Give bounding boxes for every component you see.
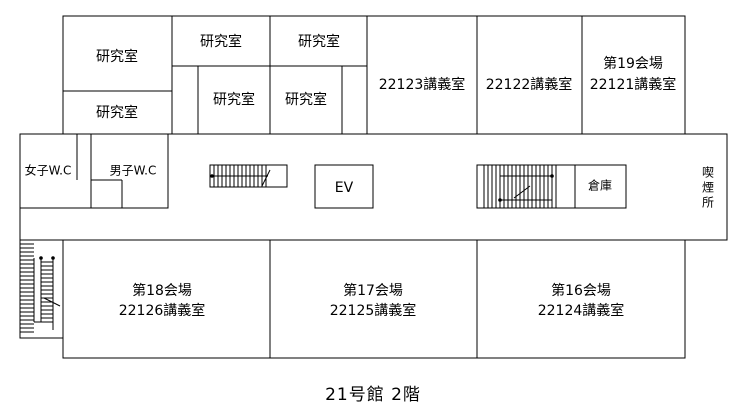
label-research-2: 研究室	[96, 104, 138, 121]
label-hall18-title: 第18会場	[132, 282, 192, 299]
room-22121	[581, 15, 686, 135]
room-research-2	[62, 90, 173, 135]
label-hall16-room: 22124講義室	[538, 302, 625, 319]
label-research-3: 研究室	[200, 33, 242, 50]
label-storage: 倉庫	[588, 178, 612, 193]
stair-3	[19, 239, 64, 339]
room-research-5	[197, 65, 271, 135]
label-hall16-title: 第16会場	[551, 282, 611, 299]
label-hall18-room: 22126講義室	[119, 302, 206, 319]
room-research-1	[62, 15, 173, 92]
label-research-4: 研究室	[298, 33, 340, 50]
label-hall17-room: 22125講義室	[330, 302, 417, 319]
room-women-toilet	[19, 133, 92, 209]
label-elevator: EV	[335, 180, 354, 196]
room-22122	[476, 15, 583, 135]
label-research-5: 研究室	[213, 91, 255, 108]
label-research-1: 研究室	[96, 48, 138, 65]
label-women-toilet: 女子W.C	[25, 163, 72, 178]
room-men-toilet	[90, 133, 169, 209]
label-22123: 22123講義室	[379, 76, 466, 93]
label-hall19-title: 第19会場	[603, 55, 663, 72]
room-research-3	[171, 15, 271, 67]
stair-2	[476, 164, 576, 209]
room-22123	[366, 15, 478, 135]
floor-caption: 21号館 2階	[325, 385, 421, 405]
label-smoking-1: 喫	[702, 166, 714, 180]
bottom-block-outline	[62, 239, 686, 359]
label-hall19-room: 22121講義室	[590, 76, 677, 93]
label-22122: 22122講義室	[486, 76, 573, 93]
label-smoking-2: 煙	[702, 181, 714, 195]
label-men-toilet: 男子W.C	[110, 164, 157, 178]
label-hall17-title: 第17会場	[343, 282, 403, 299]
label-research-6: 研究室	[285, 91, 327, 108]
stair-1	[209, 164, 288, 188]
elevator	[314, 164, 374, 209]
room-storage	[574, 164, 627, 209]
label-smoking-3: 所	[702, 196, 714, 210]
